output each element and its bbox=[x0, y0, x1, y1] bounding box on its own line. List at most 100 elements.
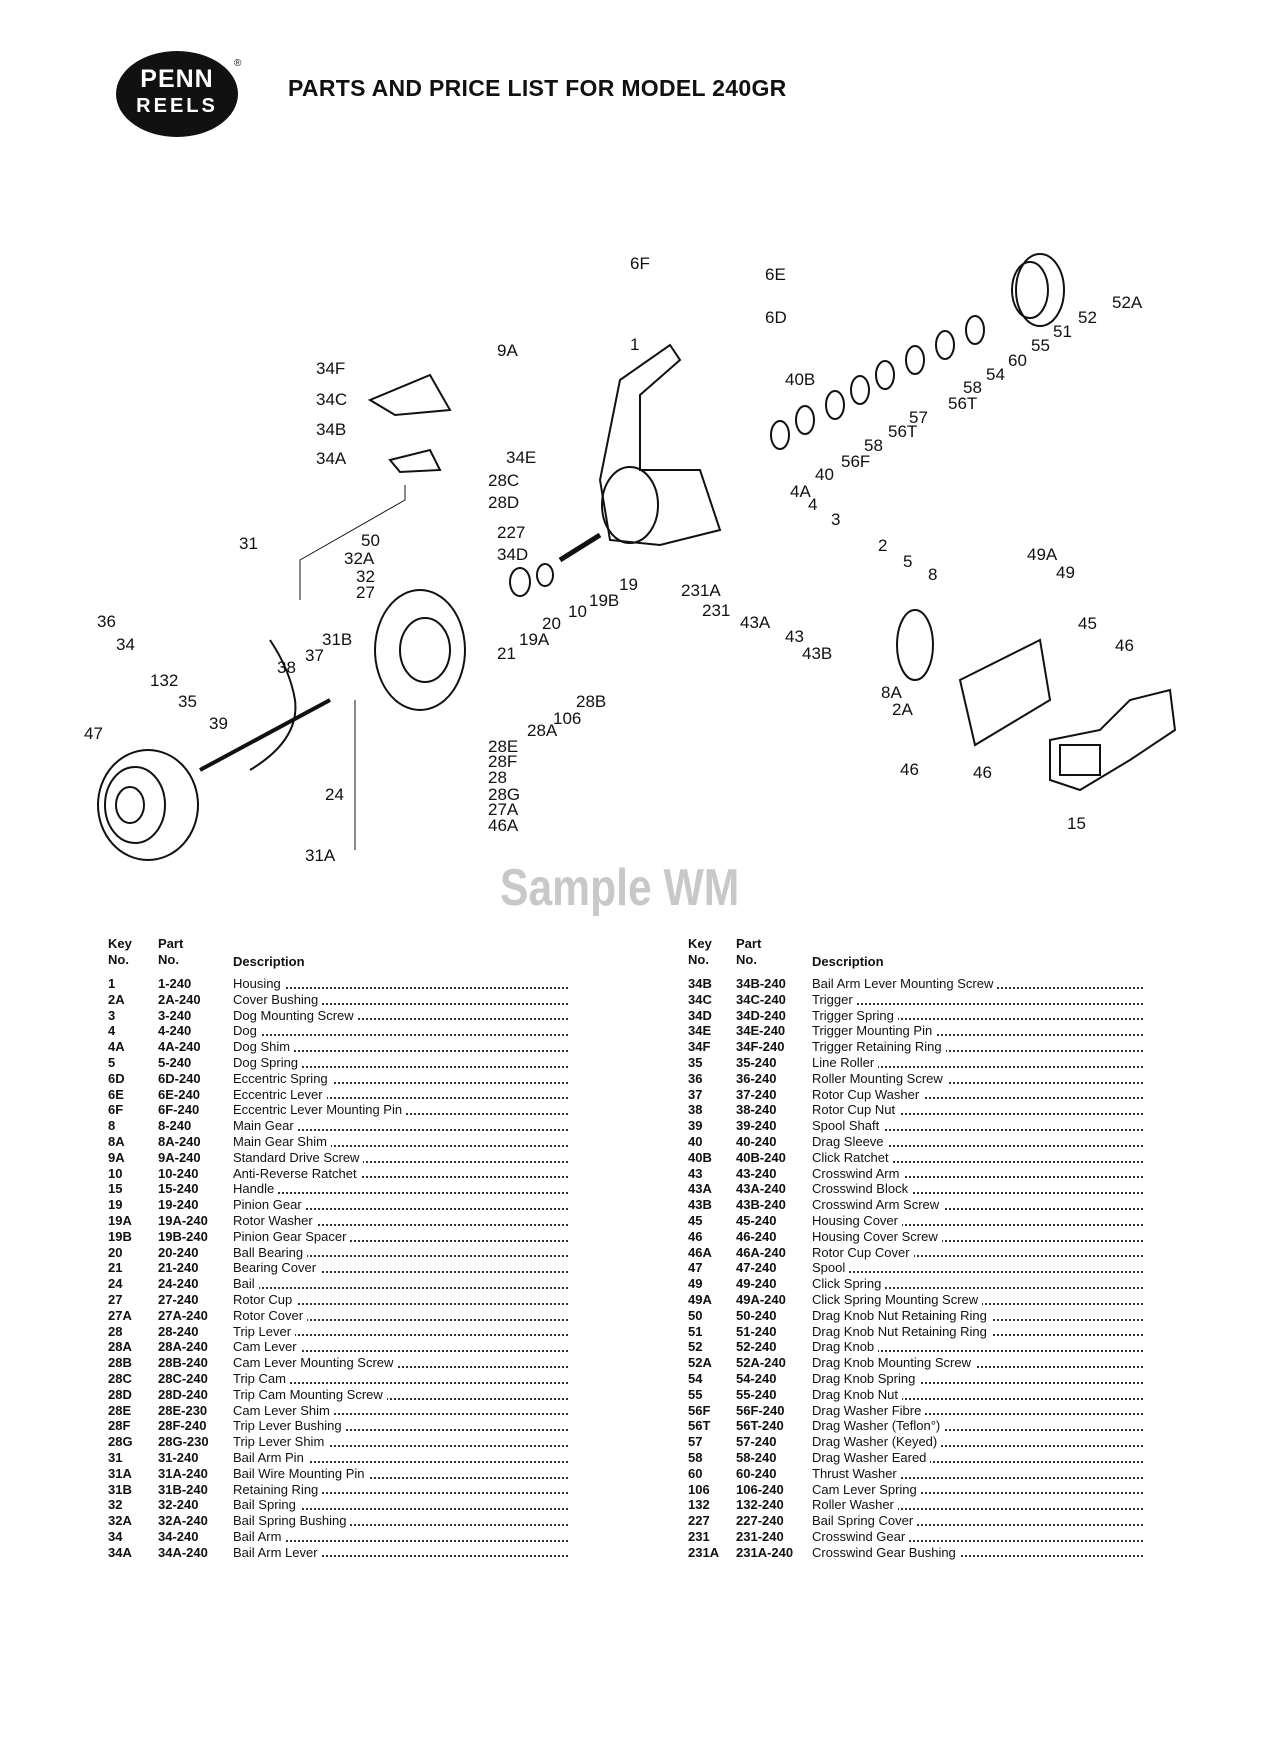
callout-label: 19B bbox=[589, 591, 619, 610]
callout-label: 52 bbox=[1078, 308, 1097, 327]
callout-label: 34B bbox=[316, 420, 346, 439]
description: Thrust Washer bbox=[812, 1465, 1143, 1482]
key-no: 56T bbox=[688, 1418, 711, 1434]
callout-label: 28G bbox=[488, 785, 520, 804]
description-text: Pinion Gear bbox=[233, 1197, 306, 1213]
key-no: 43A bbox=[688, 1181, 712, 1197]
description: Housing Cover Screw bbox=[812, 1228, 1143, 1245]
part-no: 43A-240 bbox=[736, 1181, 786, 1197]
callout-label: 6D bbox=[765, 308, 787, 327]
key-no: 106 bbox=[688, 1481, 710, 1497]
description-text: Rotor Cup Washer bbox=[812, 1086, 924, 1102]
description: Trigger bbox=[812, 991, 1143, 1008]
callout-label: 31A bbox=[305, 846, 336, 865]
callout-label: 20 bbox=[542, 614, 561, 633]
part-no: 19A-240 bbox=[158, 1212, 208, 1228]
key-no: 34B bbox=[688, 976, 712, 991]
callout-label: 34F bbox=[316, 359, 345, 378]
description: Drag Washer (Teflon°) bbox=[812, 1418, 1143, 1434]
callout-label: 21 bbox=[497, 644, 516, 663]
description: Rotor Washer bbox=[233, 1212, 568, 1229]
key-no: 27 bbox=[108, 1291, 123, 1307]
part-no: 2A-240 bbox=[158, 991, 201, 1007]
part-no: 60-240 bbox=[736, 1465, 777, 1481]
description: Rotor Cover bbox=[233, 1307, 568, 1324]
part-no: 21-240 bbox=[158, 1260, 199, 1276]
description: Drag Knob Mounting Screw bbox=[812, 1355, 1143, 1371]
description: Roller Washer bbox=[812, 1497, 1143, 1513]
part-no: 55-240 bbox=[736, 1386, 777, 1402]
description: Trip Cam Mounting Screw bbox=[233, 1386, 568, 1403]
key-no: 60 bbox=[688, 1465, 703, 1481]
description: Bearing Cover bbox=[233, 1260, 568, 1276]
part-no: 6E-240 bbox=[158, 1086, 200, 1102]
key-no: 2A bbox=[108, 991, 125, 1007]
description-text: Drag Sleeve bbox=[812, 1133, 888, 1149]
key-no: 28 bbox=[108, 1323, 123, 1339]
part-no: 34-240 bbox=[158, 1528, 199, 1544]
key-no: 34F bbox=[688, 1039, 711, 1055]
description-text: Roller Washer bbox=[812, 1497, 898, 1513]
part-no: 36-240 bbox=[736, 1070, 777, 1086]
callout-label: 5 bbox=[903, 552, 912, 571]
callout-label: 132 bbox=[150, 671, 178, 690]
key-no: 49 bbox=[688, 1276, 703, 1292]
description: Drag Sleeve bbox=[812, 1133, 1143, 1150]
description-text: Trip Cam bbox=[233, 1370, 290, 1386]
part-no: 31B-240 bbox=[158, 1481, 208, 1497]
key-no: 40B bbox=[688, 1149, 712, 1165]
key-no: 34E bbox=[688, 1023, 712, 1039]
callout-label: 56F bbox=[841, 452, 870, 471]
part-no: 28A-240 bbox=[158, 1339, 208, 1355]
callout-label: 34D bbox=[497, 545, 528, 564]
callout-label: 43 bbox=[785, 627, 804, 646]
description: Retaining Ring bbox=[233, 1481, 568, 1498]
callout-label: 28E bbox=[488, 737, 518, 756]
description: Main Gear bbox=[233, 1118, 568, 1134]
description: Cam Lever Shim bbox=[233, 1402, 568, 1419]
description: Drag Washer (Keyed) bbox=[812, 1434, 1143, 1450]
key-no: 24 bbox=[108, 1276, 123, 1292]
part-no: 34F-240 bbox=[736, 1039, 785, 1055]
callout-label: 39 bbox=[209, 714, 228, 733]
part-no: 49A-240 bbox=[736, 1291, 786, 1307]
description: Click Ratchet bbox=[812, 1149, 1143, 1166]
description-text: Drag Washer Eared bbox=[812, 1449, 931, 1465]
description: Bail Wire Mounting Pin bbox=[233, 1465, 568, 1482]
description-text: Drag Washer (Teflon°) bbox=[812, 1418, 945, 1434]
part-no: 34D-240 bbox=[736, 1007, 786, 1023]
part-no: 43B-240 bbox=[736, 1197, 786, 1213]
part-no: 34A-240 bbox=[158, 1544, 208, 1560]
callout-label: 1 bbox=[630, 335, 639, 354]
description-text: Bail Arm Pin bbox=[233, 1449, 308, 1465]
description-text: Pinion Gear Spacer bbox=[233, 1228, 351, 1244]
description: Crosswind Gear Bushing bbox=[812, 1544, 1143, 1561]
description: Eccentric Spring bbox=[233, 1070, 568, 1087]
callout-label: 28C bbox=[488, 471, 519, 490]
description-text: Rotor Cup bbox=[233, 1291, 297, 1307]
description-text: Trip Lever bbox=[233, 1323, 296, 1339]
callout-label: 45 bbox=[1078, 614, 1097, 633]
callout-label: 8 bbox=[928, 565, 937, 584]
description-text: Bail bbox=[233, 1276, 259, 1292]
description-text: Drag Knob Nut Retaining Ring bbox=[812, 1307, 991, 1323]
description: Dog bbox=[233, 1023, 568, 1039]
description-text: Bail Arm bbox=[233, 1528, 286, 1544]
callout-label: 6E bbox=[765, 265, 786, 284]
part-no: 1-240 bbox=[158, 976, 192, 991]
